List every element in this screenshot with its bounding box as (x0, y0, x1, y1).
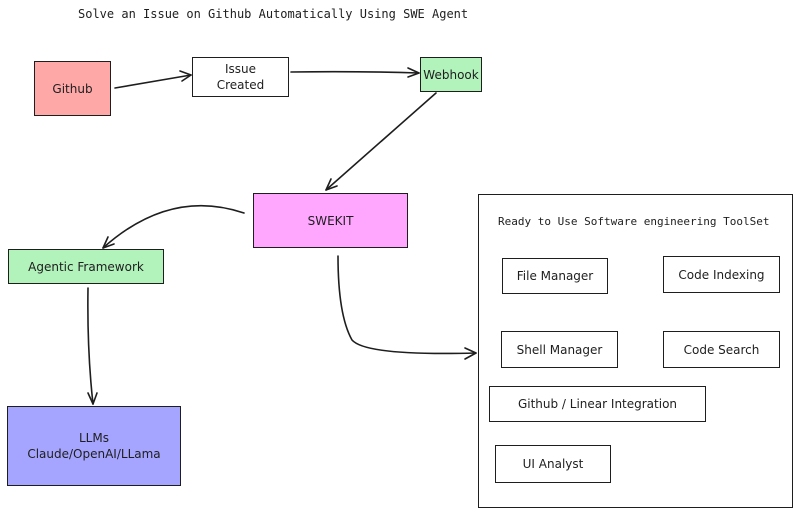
arrow-webhook-to-swekit (325, 92, 437, 191)
issue-created-node: Issue Created (192, 57, 289, 97)
tool-file-manager: File Manager (502, 258, 608, 294)
arrow-swekit-to-toolset (337, 255, 477, 360)
tool-code-indexing: Code Indexing (663, 256, 780, 293)
tool-github-linear-integration: Github / Linear Integration (489, 386, 706, 422)
toolset-title: Ready to Use Software engineering ToolSe… (498, 215, 770, 228)
diagram-title: Solve an Issue on Github Automatically U… (78, 7, 469, 21)
tool-code-search: Code Search (663, 331, 780, 368)
llms-node: LLMs Claude/OpenAI/LLama (7, 406, 181, 486)
tool-ui-analyst: UI Analyst (495, 445, 611, 483)
arrow-github-to-issue (114, 70, 192, 89)
arrow-agentic-to-llms (87, 287, 98, 405)
toolset-panel (478, 194, 793, 508)
webhook-node: Webhook (420, 57, 482, 92)
arrow-issue-to-webhook (290, 67, 420, 78)
github-node: Github (34, 61, 111, 116)
tool-shell-manager: Shell Manager (501, 331, 618, 368)
arrow-swekit-to-agentic (102, 204, 245, 249)
agentic-framework-node: Agentic Framework (8, 249, 164, 284)
swekit-node: SWEKIT (253, 193, 408, 248)
